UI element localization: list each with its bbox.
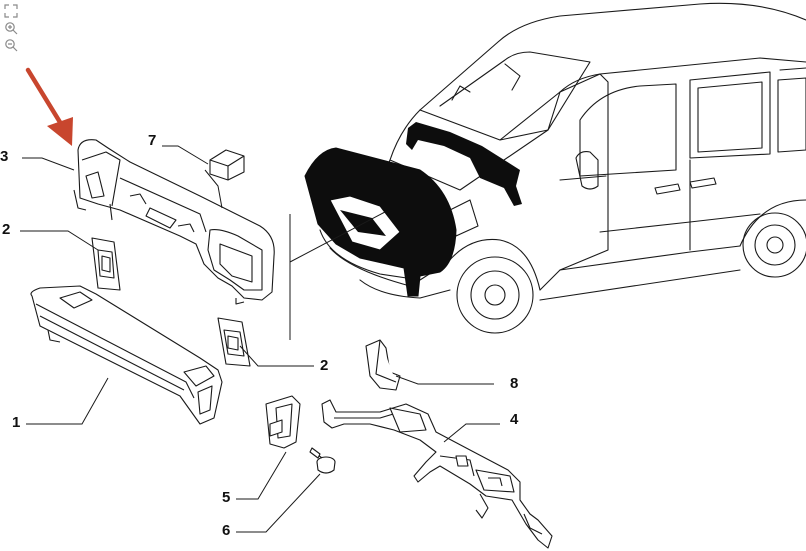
callout-6: 6 bbox=[222, 522, 231, 539]
callout-7: 7 bbox=[148, 132, 157, 149]
cowl-bar-highlight bbox=[406, 122, 522, 206]
reference-line bbox=[289, 211, 386, 263]
part-3-front-crossmember[interactable] bbox=[73, 139, 275, 305]
part-7-leader bbox=[204, 169, 223, 209]
leader-2b bbox=[239, 345, 314, 367]
leader-lines bbox=[20, 145, 500, 533]
callout-2-lower: 2 bbox=[320, 357, 329, 374]
leader-2a bbox=[20, 230, 99, 251]
callout-5: 5 bbox=[222, 489, 231, 506]
callout-3: 3 bbox=[0, 148, 9, 165]
callout-1: 1 bbox=[12, 414, 21, 431]
callout-4: 4 bbox=[510, 411, 519, 428]
leader-1 bbox=[26, 377, 109, 425]
callout-2-upper: 2 bbox=[2, 221, 11, 238]
zoom-in-icon[interactable] bbox=[4, 21, 18, 35]
fit-to-screen-icon[interactable] bbox=[4, 4, 18, 18]
zoom-out-icon[interactable] bbox=[4, 38, 18, 52]
leader-6 bbox=[236, 473, 321, 533]
zoom-toolbar bbox=[4, 4, 20, 55]
part-8-small-bracket[interactable] bbox=[365, 339, 401, 391]
leader-3 bbox=[22, 157, 75, 171]
part-2-plate-upper[interactable] bbox=[91, 237, 121, 291]
callout-8: 8 bbox=[510, 375, 519, 392]
leader-8 bbox=[395, 375, 494, 385]
part-4-cowl-bar[interactable] bbox=[321, 399, 553, 549]
leader-4 bbox=[443, 423, 500, 443]
vehicle-illustration bbox=[319, 2, 806, 334]
red-pointer-arrow bbox=[25, 67, 73, 146]
part-5-support-bracket[interactable] bbox=[265, 395, 301, 449]
part-7-clip[interactable] bbox=[209, 149, 245, 181]
leader-7-label bbox=[162, 145, 209, 165]
part-6-bolt[interactable] bbox=[309, 447, 336, 474]
part-1-bumper-beam[interactable] bbox=[30, 285, 223, 425]
part-2-plate-lower[interactable] bbox=[217, 317, 251, 367]
leader-5 bbox=[236, 451, 287, 500]
